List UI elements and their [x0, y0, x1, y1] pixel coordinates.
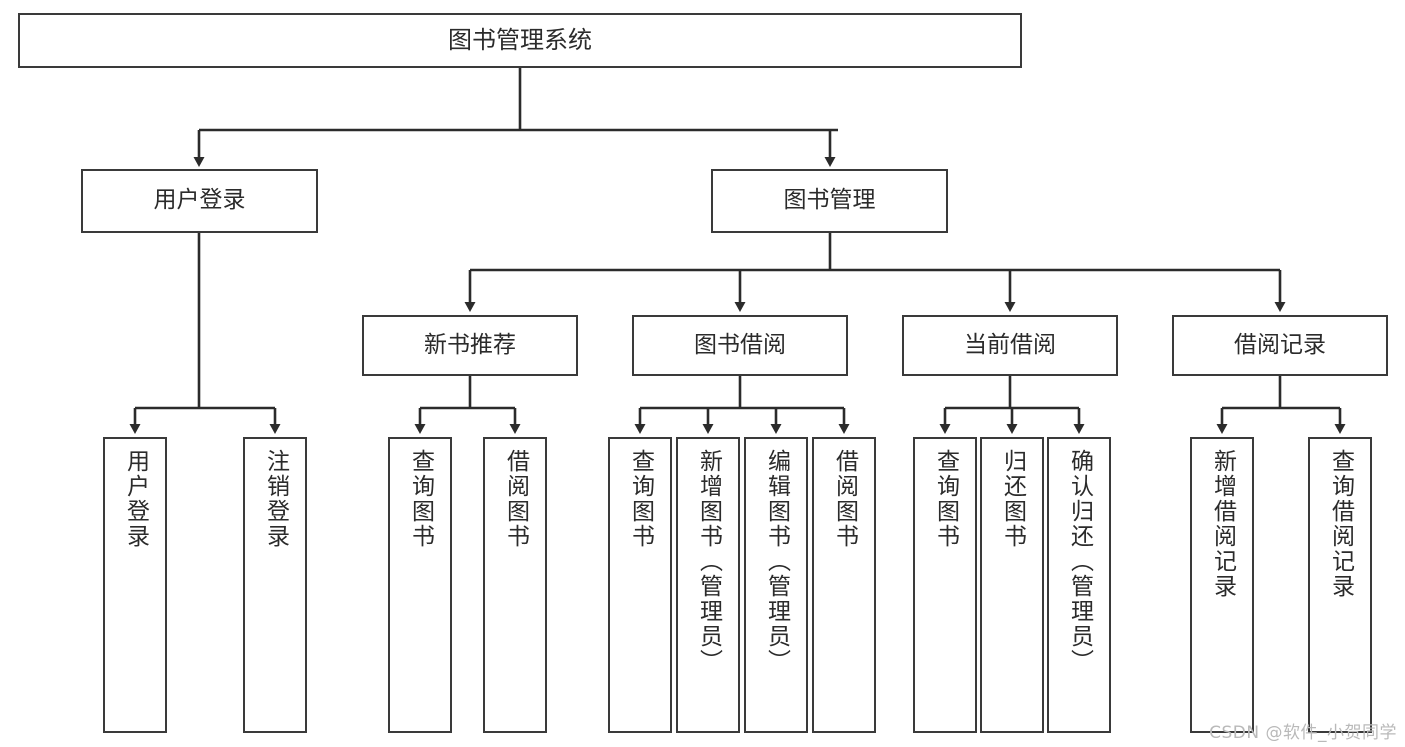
leaf-borrow-borrow-book[interactable]: 借阅图书 [812, 437, 876, 733]
node-label: 注销登录 [262, 449, 289, 549]
node-label: 确认归还（管理员） [1066, 449, 1093, 674]
leaf-current-confirm-return-admin[interactable]: 确认归还（管理员） [1047, 437, 1111, 733]
node-label: 查询图书 [627, 449, 654, 549]
node-label: 借阅记录 [1234, 331, 1326, 358]
node-label: 借阅图书 [831, 449, 858, 549]
watermark-text: CSDN @软件_小贺同学 [1209, 723, 1397, 743]
node-current-borrow[interactable]: 当前借阅 [902, 315, 1118, 376]
node-label: 查询借阅记录 [1327, 449, 1354, 599]
node-label: 编辑图书（管理员） [763, 449, 790, 674]
leaf-current-return-book[interactable]: 归还图书 [980, 437, 1044, 733]
node-new-book-recommend[interactable]: 新书推荐 [362, 315, 578, 376]
leaf-record-query-record[interactable]: 查询借阅记录 [1308, 437, 1372, 733]
node-borrow-record[interactable]: 借阅记录 [1172, 315, 1388, 376]
leaf-borrow-edit-book-admin[interactable]: 编辑图书（管理员） [744, 437, 808, 733]
leaf-recommend-borrow-book[interactable]: 借阅图书 [483, 437, 547, 733]
leaf-borrow-add-book-admin[interactable]: 新增图书（管理员） [676, 437, 740, 733]
node-root-system[interactable]: 图书管理系统 [18, 13, 1022, 68]
node-book-borrow[interactable]: 图书借阅 [632, 315, 848, 376]
node-label: 查询图书 [932, 449, 959, 549]
leaf-recommend-query-book[interactable]: 查询图书 [388, 437, 452, 733]
node-label: 用户登录 [153, 187, 246, 214]
leaf-user-login-login[interactable]: 用户登录 [103, 437, 167, 733]
node-label: 图书管理 [783, 187, 876, 214]
node-user-login[interactable]: 用户登录 [81, 169, 318, 233]
node-book-management[interactable]: 图书管理 [711, 169, 948, 233]
node-label: 图书管理系统 [448, 26, 592, 55]
leaf-record-add-record[interactable]: 新增借阅记录 [1190, 437, 1254, 733]
node-label: 新增借阅记录 [1209, 449, 1236, 599]
node-label: 当前借阅 [964, 331, 1056, 358]
node-label: 归还图书 [999, 449, 1026, 549]
node-label: 借阅图书 [502, 449, 529, 549]
node-label: 新书推荐 [424, 331, 516, 358]
node-label: 新增图书（管理员） [695, 449, 722, 674]
leaf-borrow-query-book[interactable]: 查询图书 [608, 437, 672, 733]
node-label: 图书借阅 [694, 331, 786, 358]
leaf-user-login-logout[interactable]: 注销登录 [243, 437, 307, 733]
node-label: 用户登录 [122, 449, 149, 549]
leaf-current-query-book[interactable]: 查询图书 [913, 437, 977, 733]
node-label: 查询图书 [407, 449, 434, 549]
